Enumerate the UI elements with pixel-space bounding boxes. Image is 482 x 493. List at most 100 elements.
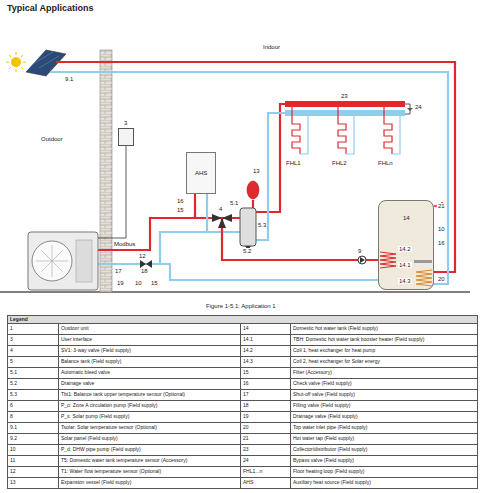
node-label: 14 xyxy=(403,215,410,221)
callout-number: 18 xyxy=(140,268,149,274)
callout-number: 4 xyxy=(218,206,223,212)
callout-number: 10 xyxy=(437,226,446,232)
legend-text: T1: Water flow temperature sensor (Optio… xyxy=(59,467,241,478)
callout-number: 24 xyxy=(414,104,423,110)
callout-number: 16 xyxy=(176,198,185,204)
legend-text: Hot water tap (Field supply) xyxy=(291,434,478,445)
page-title: Typical Applications xyxy=(6,4,95,13)
legend-row: 12T1: Water flow temperature sensor (Opt… xyxy=(8,467,478,478)
legend-text: Outdoor unit xyxy=(59,324,241,335)
legend-number: 5 xyxy=(8,357,59,368)
callout-number: 19 xyxy=(116,280,125,286)
legend-text: Shut-off valve (Field supply) xyxy=(291,390,478,401)
callout-number: Modbus xyxy=(113,241,136,247)
legend-text: Coil 2, heat exchanger for Solar energy xyxy=(291,357,478,368)
legend-number: 20 xyxy=(241,423,291,434)
legend-text: T5: Domestic water tank temperature sens… xyxy=(59,456,241,467)
legend-number: 15 xyxy=(241,368,291,379)
piping-illustration xyxy=(0,0,482,300)
legend-text: TBH: Domestic hot water tank booster hea… xyxy=(291,335,478,346)
legend-row: 9.1Tsolar: Solar temperature sensor (Opt… xyxy=(8,423,478,434)
legend-row: 5.1Automatic bleed valve15Filter (Access… xyxy=(8,368,478,379)
legend-text: Coil 1, heat exchanger for heat pump xyxy=(291,346,478,357)
callout-number: 17 xyxy=(114,268,123,274)
callout-number: 9.1 xyxy=(64,76,74,82)
legend-text: P_d: DHW pipe pump (Field supply) xyxy=(59,445,241,456)
legend-row: 6P_o: Zone A circulation pump (Field sup… xyxy=(8,401,478,412)
legend-number: 5.1 xyxy=(8,368,59,379)
legend-text: SV1: 3-way valve (Field supply) xyxy=(59,346,241,357)
legend-text: Domestic hot water tank (Field supply) xyxy=(291,324,478,335)
legend-row: 13Expansion vessel (Field supply)AHSAuxi… xyxy=(8,478,478,489)
legend-number: 24 xyxy=(241,456,291,467)
auxiliary-heat-source: AHS xyxy=(186,152,216,194)
legend-number: 18 xyxy=(241,401,291,412)
callout-number: 12 xyxy=(138,253,147,259)
legend-number: FHL1...n xyxy=(241,467,291,478)
legend-number: 14 xyxy=(241,324,291,335)
callout-number: 10 xyxy=(134,280,143,286)
legend-header-row: Legend xyxy=(8,316,478,324)
callout-number: 5.3 xyxy=(257,222,267,228)
legend-number: 6 xyxy=(8,401,59,412)
legend-number: 17 xyxy=(241,390,291,401)
legend-number: 4 xyxy=(8,346,59,357)
legend-number: 11 xyxy=(8,456,59,467)
legend-text: Check valve (Field supply) xyxy=(291,379,478,390)
legend-number: 21 xyxy=(241,434,291,445)
legend-number: AHS xyxy=(241,478,291,489)
node-label: 3 xyxy=(124,120,127,126)
hot-water-tank: 14 xyxy=(378,200,434,290)
legend-text: P_o: Zone A circulation pump (Field supp… xyxy=(59,401,241,412)
legend-row: 4SV1: 3-way valve (Field supply)14.2Coil… xyxy=(8,346,478,357)
callout-number: FHL2 xyxy=(331,160,348,166)
legend-number: 3 xyxy=(8,335,59,346)
callout-number: 20 xyxy=(437,276,446,282)
legend-text: Drainage valve xyxy=(59,379,241,390)
callout-number: 5.1 xyxy=(229,200,239,206)
legend-text: Auxiliary heat source (Field supply) xyxy=(291,478,478,489)
callout-number: FHLn xyxy=(377,160,394,166)
legend-number: 13 xyxy=(8,478,59,489)
callout-number: 15 xyxy=(150,280,159,286)
legend-header: Legend xyxy=(8,316,478,324)
legend-text: Filling valve (Field supply) xyxy=(291,401,478,412)
legend-text: P_s: Solar pump (Field supply) xyxy=(59,412,241,423)
callout-number: 9 xyxy=(357,248,362,254)
legend-number: 5.3 xyxy=(8,390,59,401)
zone-label: Indoor xyxy=(262,44,281,50)
legend-number: 9.1 xyxy=(8,423,59,434)
legend-text: Expansion vessel (Field supply) xyxy=(59,478,241,489)
legend-row: 10P_d: DHW pipe pump (Field supply)23Col… xyxy=(8,445,478,456)
legend-number: 5.2 xyxy=(8,379,59,390)
legend-number: 16 xyxy=(241,379,291,390)
legend-row: 5.2Drainage valve16Check valve (Field su… xyxy=(8,379,478,390)
callout-number: 13 xyxy=(252,168,261,174)
callout-number: 21 xyxy=(437,203,446,209)
legend-row: 11T5: Domestic water tank temperature se… xyxy=(8,456,478,467)
callout-number: 5.2 xyxy=(242,248,252,254)
legend-text: Filter (Accessory) xyxy=(291,368,478,379)
legend-number: 10 xyxy=(8,445,59,456)
legend-row: 5.3Tbt1: Balance tank upper temperature … xyxy=(8,390,478,401)
legend-text: Bypass valve (Field supply) xyxy=(291,456,478,467)
callout-number: FHL1 xyxy=(285,160,302,166)
callout-number: 16 xyxy=(437,240,446,246)
legend-number: 8 xyxy=(8,412,59,423)
legend-text: Floor heating loop (Field supply) xyxy=(291,467,478,478)
callout-number: 14.1 xyxy=(398,262,412,268)
legend-number: 1 xyxy=(8,324,59,335)
legend-row: 9.2Solar panel (Field supply)21Hot water… xyxy=(8,434,478,445)
callout-number: 23 xyxy=(340,93,349,99)
legend-table: Legend1Outdoor unit14Domestic hot water … xyxy=(7,315,478,489)
node-label: AHS xyxy=(195,170,207,176)
legend-number: 14.2 xyxy=(241,346,291,357)
callout-number: 14.3 xyxy=(398,278,412,284)
legend-row: 3User interface14.1TBH: Domestic hot wat… xyxy=(8,335,478,346)
legend-text: Drainage valve (Field supply) xyxy=(291,412,478,423)
legend-text: User interface xyxy=(59,335,241,346)
legend-number: 14.3 xyxy=(241,357,291,368)
legend-text: Tbt1: Balance tank upper temperature sen… xyxy=(59,390,241,401)
legend-text: Balance tank (Field supply) xyxy=(59,357,241,368)
legend-number: 9.2 xyxy=(8,434,59,445)
